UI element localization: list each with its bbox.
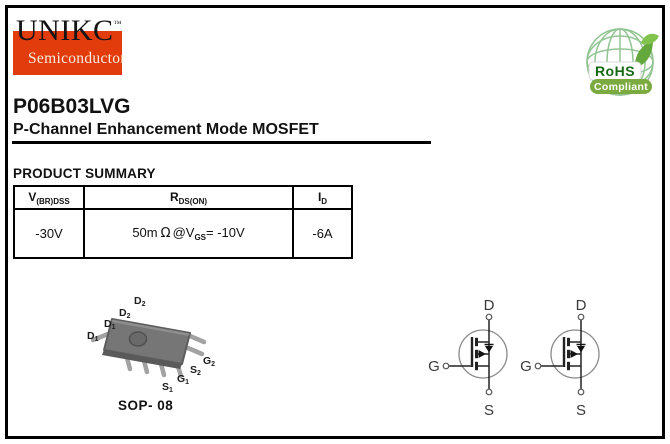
leaf-icon-small <box>641 33 659 45</box>
mosfet-symbol-2: D S G <box>517 292 613 424</box>
rohs-compliant-pill <box>590 79 652 94</box>
cell-id: -6A <box>292 208 353 259</box>
logo-background: Semiconductor <box>13 31 125 75</box>
pin-label-s1: S1 <box>162 381 173 394</box>
id-sub: D <box>321 196 328 206</box>
cell-vbrdss: -30V <box>13 208 85 259</box>
leaf-icon <box>635 40 653 67</box>
pin-label-d2a: D2 <box>119 307 131 320</box>
pin-label-g1: G1 <box>177 373 190 386</box>
pin1-dimple <box>128 331 148 347</box>
trademark-symbol: ™ <box>113 19 122 28</box>
vbrdss-sub: (BR)DSS <box>36 196 70 206</box>
product-summary-heading: PRODUCT SUMMARY <box>13 166 156 181</box>
rdson-condition-value: = -10V <box>206 225 245 240</box>
source-terminal <box>577 388 585 396</box>
rdson-condition-sub: GS <box>194 233 206 242</box>
id-base: I <box>317 189 322 204</box>
source-label: S <box>484 402 494 419</box>
pin-label-s2: S2 <box>190 364 201 377</box>
drain-terminal <box>577 313 585 321</box>
pin-label-d1b: D1 <box>104 318 116 331</box>
rdson-value: 50m <box>132 225 158 240</box>
gate-terminal <box>442 362 450 370</box>
package-name: SOP- 08 <box>118 398 174 413</box>
title-underline <box>12 141 431 144</box>
table-header-row: V(BR)DSS RDS(ON) ID <box>13 185 353 210</box>
logo-tagline: Semiconductor <box>28 50 126 67</box>
mosfet-symbol-1: D S G <box>425 292 521 424</box>
gate-label: G <box>520 358 532 375</box>
pin-label-d1a: D1 <box>87 330 99 343</box>
mosfet-symbol-icon: D S G <box>520 297 600 419</box>
drain-terminal <box>485 313 493 321</box>
rohs-badge: RoHS Compliant <box>583 26 661 100</box>
column-header-vbrdss: V(BR)DSS <box>13 185 85 210</box>
logo-brand-text: UNIKC™ <box>16 9 121 46</box>
channel-arrow <box>478 350 486 358</box>
source-terminal <box>485 388 493 396</box>
channel-arrow <box>570 350 578 358</box>
vbrdss-base: V <box>28 189 37 204</box>
rohs-globe-icon: RoHS Compliant <box>586 28 659 96</box>
rohs-compliant-label: Compliant <box>594 81 648 93</box>
column-header-rdson: RDS(ON) <box>83 185 294 210</box>
pin-label-g2: G2 <box>203 355 216 368</box>
mosfet-symbol-icon: D S G <box>428 297 508 419</box>
sop8-package-icon <box>90 318 207 379</box>
pin-label-d2b: D2 <box>134 295 146 308</box>
page-border <box>5 5 665 439</box>
column-header-id: ID <box>292 185 353 210</box>
body-diode-triangle <box>485 346 493 353</box>
rdson-condition: @V <box>172 225 195 240</box>
gate-terminal <box>534 362 542 370</box>
source-label: S <box>576 402 586 419</box>
rohs-label: RoHS <box>595 63 635 79</box>
brand-name: UNIKC <box>16 14 114 47</box>
omega-symbol: Ω <box>160 226 171 241</box>
body-diode-triangle <box>577 346 585 353</box>
rdson-sub: DS(ON) <box>178 196 208 206</box>
part-number-title: P06B03LVG <box>13 95 131 118</box>
package-figure: D1 D1 D2 D2 S1 G1 S2 G2 SOP- 08 <box>78 288 228 420</box>
gate-label: G <box>428 358 440 375</box>
product-subtitle: P-Channel Enhancement Mode MOSFET <box>13 121 319 138</box>
drain-label: D <box>576 297 587 314</box>
rdson-base: R <box>169 189 179 204</box>
drain-label: D <box>484 297 495 314</box>
